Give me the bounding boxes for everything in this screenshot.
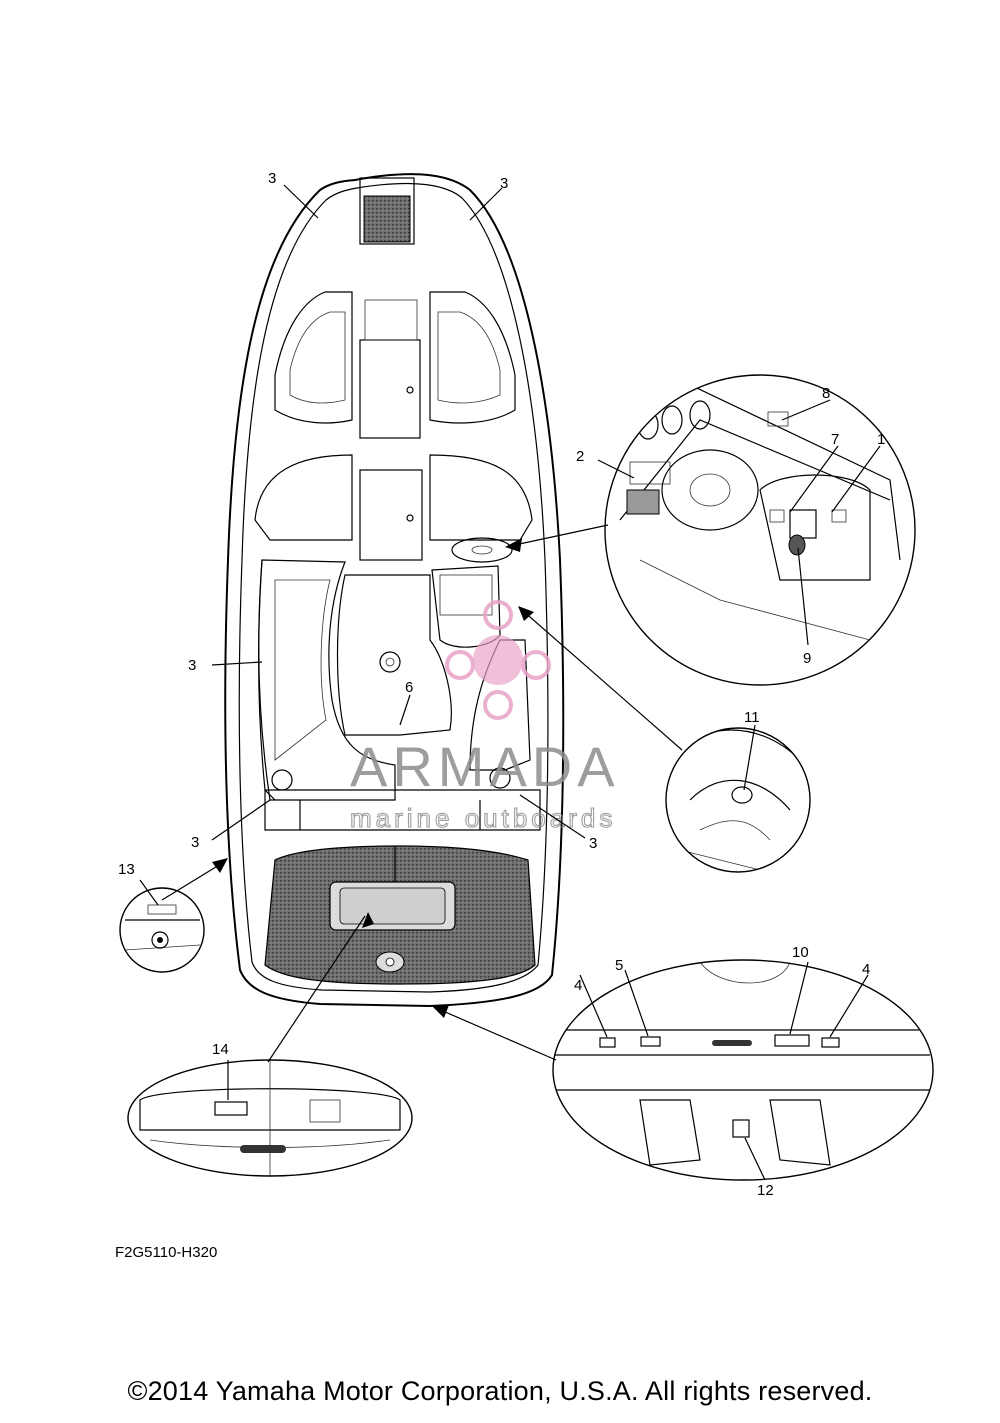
callout-labels: 3 3 3 3 3 6 2 8 7 1 9 11 13 14 4 5 10 4 … (118, 170, 885, 1199)
detail-stern-storage (127, 1059, 413, 1177)
callout-3: 3 (191, 834, 199, 851)
callout-8: 8 (822, 385, 830, 402)
callout-4: 4 (862, 961, 870, 978)
arrow-heads (212, 538, 534, 1018)
callout-6: 6 (405, 679, 413, 696)
leader-lines (139, 184, 881, 1181)
callout-2: 2 (576, 448, 584, 465)
callout-14: 14 (212, 1041, 229, 1058)
callout-10: 10 (792, 944, 809, 961)
callout-3: 3 (589, 835, 597, 852)
callout-3: 3 (188, 657, 196, 674)
watermark-subtitle: marine outboards (350, 803, 616, 833)
part-code: F2G5110-H320 (115, 1244, 218, 1261)
watermark: ARMADA marine outboards (349, 600, 620, 834)
callout-9: 9 (803, 650, 811, 667)
callout-5: 5 (615, 957, 623, 974)
callout-13: 13 (118, 861, 135, 878)
detail-helm-seat (665, 727, 811, 873)
watermark-title: ARMADA (350, 735, 620, 798)
callout-4: 4 (574, 977, 582, 994)
copyright-notice: ©2014 Yamaha Motor Corporation, U.S.A. A… (127, 1376, 873, 1406)
callout-1: 1 (877, 431, 885, 448)
detail-helm-console (604, 374, 916, 686)
callout-12: 12 (757, 1182, 774, 1199)
detail-hull-side (119, 887, 205, 973)
callout-3: 3 (268, 170, 276, 187)
callout-11: 11 (744, 709, 760, 726)
callout-7: 7 (831, 431, 839, 448)
detail-transom (552, 959, 934, 1181)
boat-top-view (224, 173, 565, 1008)
callout-3: 3 (500, 175, 508, 192)
